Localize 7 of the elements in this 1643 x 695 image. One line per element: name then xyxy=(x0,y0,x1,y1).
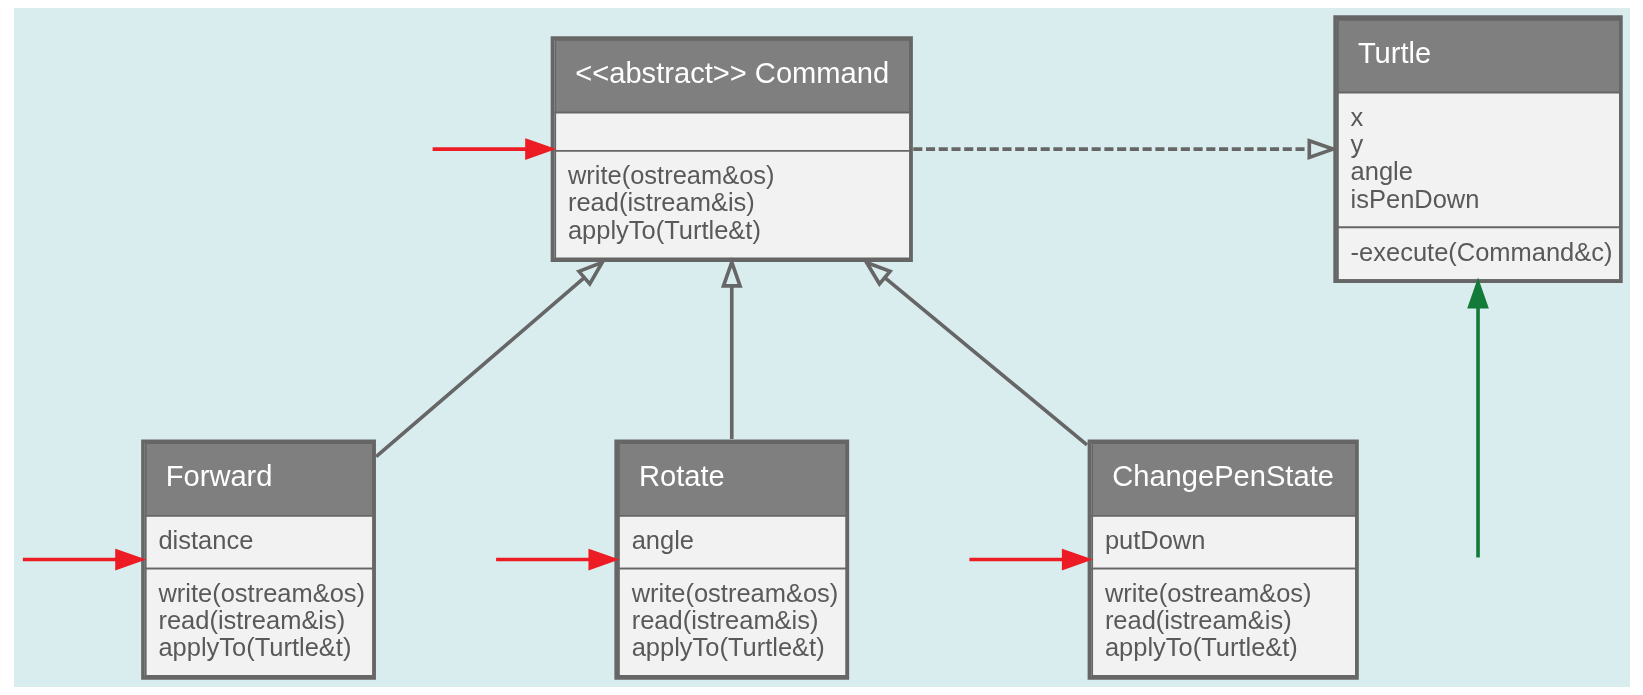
arrow xyxy=(432,138,556,160)
arrow xyxy=(968,548,1093,571)
arrow xyxy=(22,548,146,571)
arrow xyxy=(861,259,1088,447)
arrow xyxy=(720,256,743,439)
arrow xyxy=(1466,277,1489,558)
arrow xyxy=(495,548,619,571)
